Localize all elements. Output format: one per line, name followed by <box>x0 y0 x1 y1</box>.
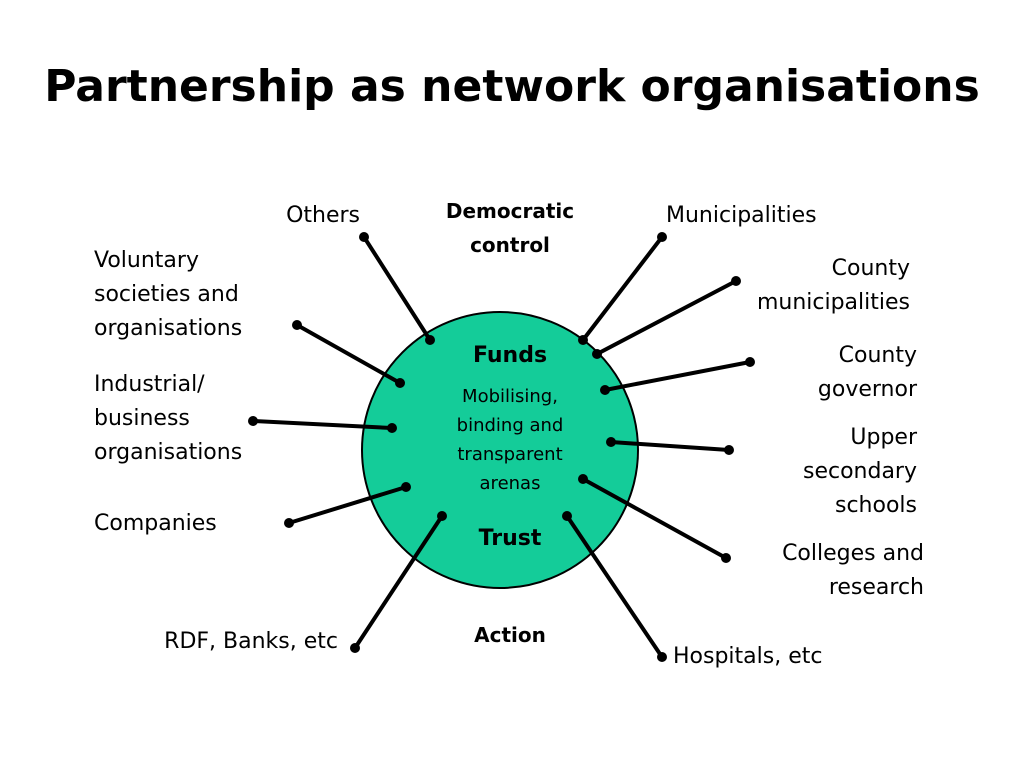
spoke-hospitals <box>565 514 664 659</box>
spoke-rdf <box>353 514 444 650</box>
dot-hospitals-inner <box>562 511 572 521</box>
dot-companies-inner <box>401 482 411 492</box>
node-companies: Companies <box>94 511 217 536</box>
page-title: Partnership as network organisations <box>44 61 980 112</box>
dot-industrial-outer <box>248 416 258 426</box>
dot-voluntary-inner <box>395 378 405 388</box>
spokes <box>251 235 752 659</box>
dot-county-governor-outer <box>745 357 755 367</box>
node-hospitals: Hospitals, etc <box>673 644 823 669</box>
dot-upper-secondary-inner <box>606 437 616 447</box>
dot-colleges-outer <box>721 553 731 563</box>
spoke-municipalities <box>581 235 664 342</box>
node-industrial: Industrial/ business organisations <box>94 372 243 465</box>
node-voluntary: Voluntary societies and organisations <box>94 248 243 341</box>
dot-colleges-inner <box>578 474 588 484</box>
spoke-colleges <box>581 477 728 560</box>
node-others: Others <box>286 203 360 228</box>
spoke-companies <box>287 485 408 525</box>
center-trust: Trust <box>478 526 542 551</box>
dot-companies-outer <box>284 518 294 528</box>
dot-municipalities-outer <box>657 232 667 242</box>
dot-upper-secondary-outer <box>724 445 734 455</box>
node-county-governor: County governor <box>817 343 917 402</box>
spoke-county-governor <box>603 360 752 392</box>
node-upper-secondary: Upper secondary schools <box>802 425 917 518</box>
spoke-county-municipalities <box>595 279 738 356</box>
dot-municipalities-inner <box>578 335 588 345</box>
node-colleges: Colleges and research <box>782 541 924 600</box>
dot-others-outer <box>359 232 369 242</box>
node-county-municipalities: County municipalities <box>756 256 910 315</box>
connector-dots <box>248 232 755 662</box>
label-democratic-control: Democratic control <box>445 199 575 257</box>
dot-industrial-inner <box>387 423 397 433</box>
dot-rdf-outer <box>350 643 360 653</box>
dot-voluntary-outer <box>292 320 302 330</box>
center-funds: Funds <box>472 343 548 368</box>
label-action: Action <box>474 623 546 647</box>
center-arenas: Mobilising, binding and transparent aren… <box>456 386 564 494</box>
dot-rdf-inner <box>437 511 447 521</box>
dot-others-inner <box>425 335 435 345</box>
dot-county-municipalities-outer <box>731 276 741 286</box>
spoke-upper-secondary <box>609 440 731 452</box>
node-rdf: RDF, Banks, etc <box>164 629 338 654</box>
dot-county-governor-inner <box>600 385 610 395</box>
spoke-others <box>362 235 432 342</box>
spoke-industrial <box>251 419 394 430</box>
dot-hospitals-outer <box>657 652 667 662</box>
spoke-voluntary <box>295 323 402 385</box>
dot-county-municipalities-inner <box>592 349 602 359</box>
node-municipalities: Municipalities <box>666 203 817 228</box>
